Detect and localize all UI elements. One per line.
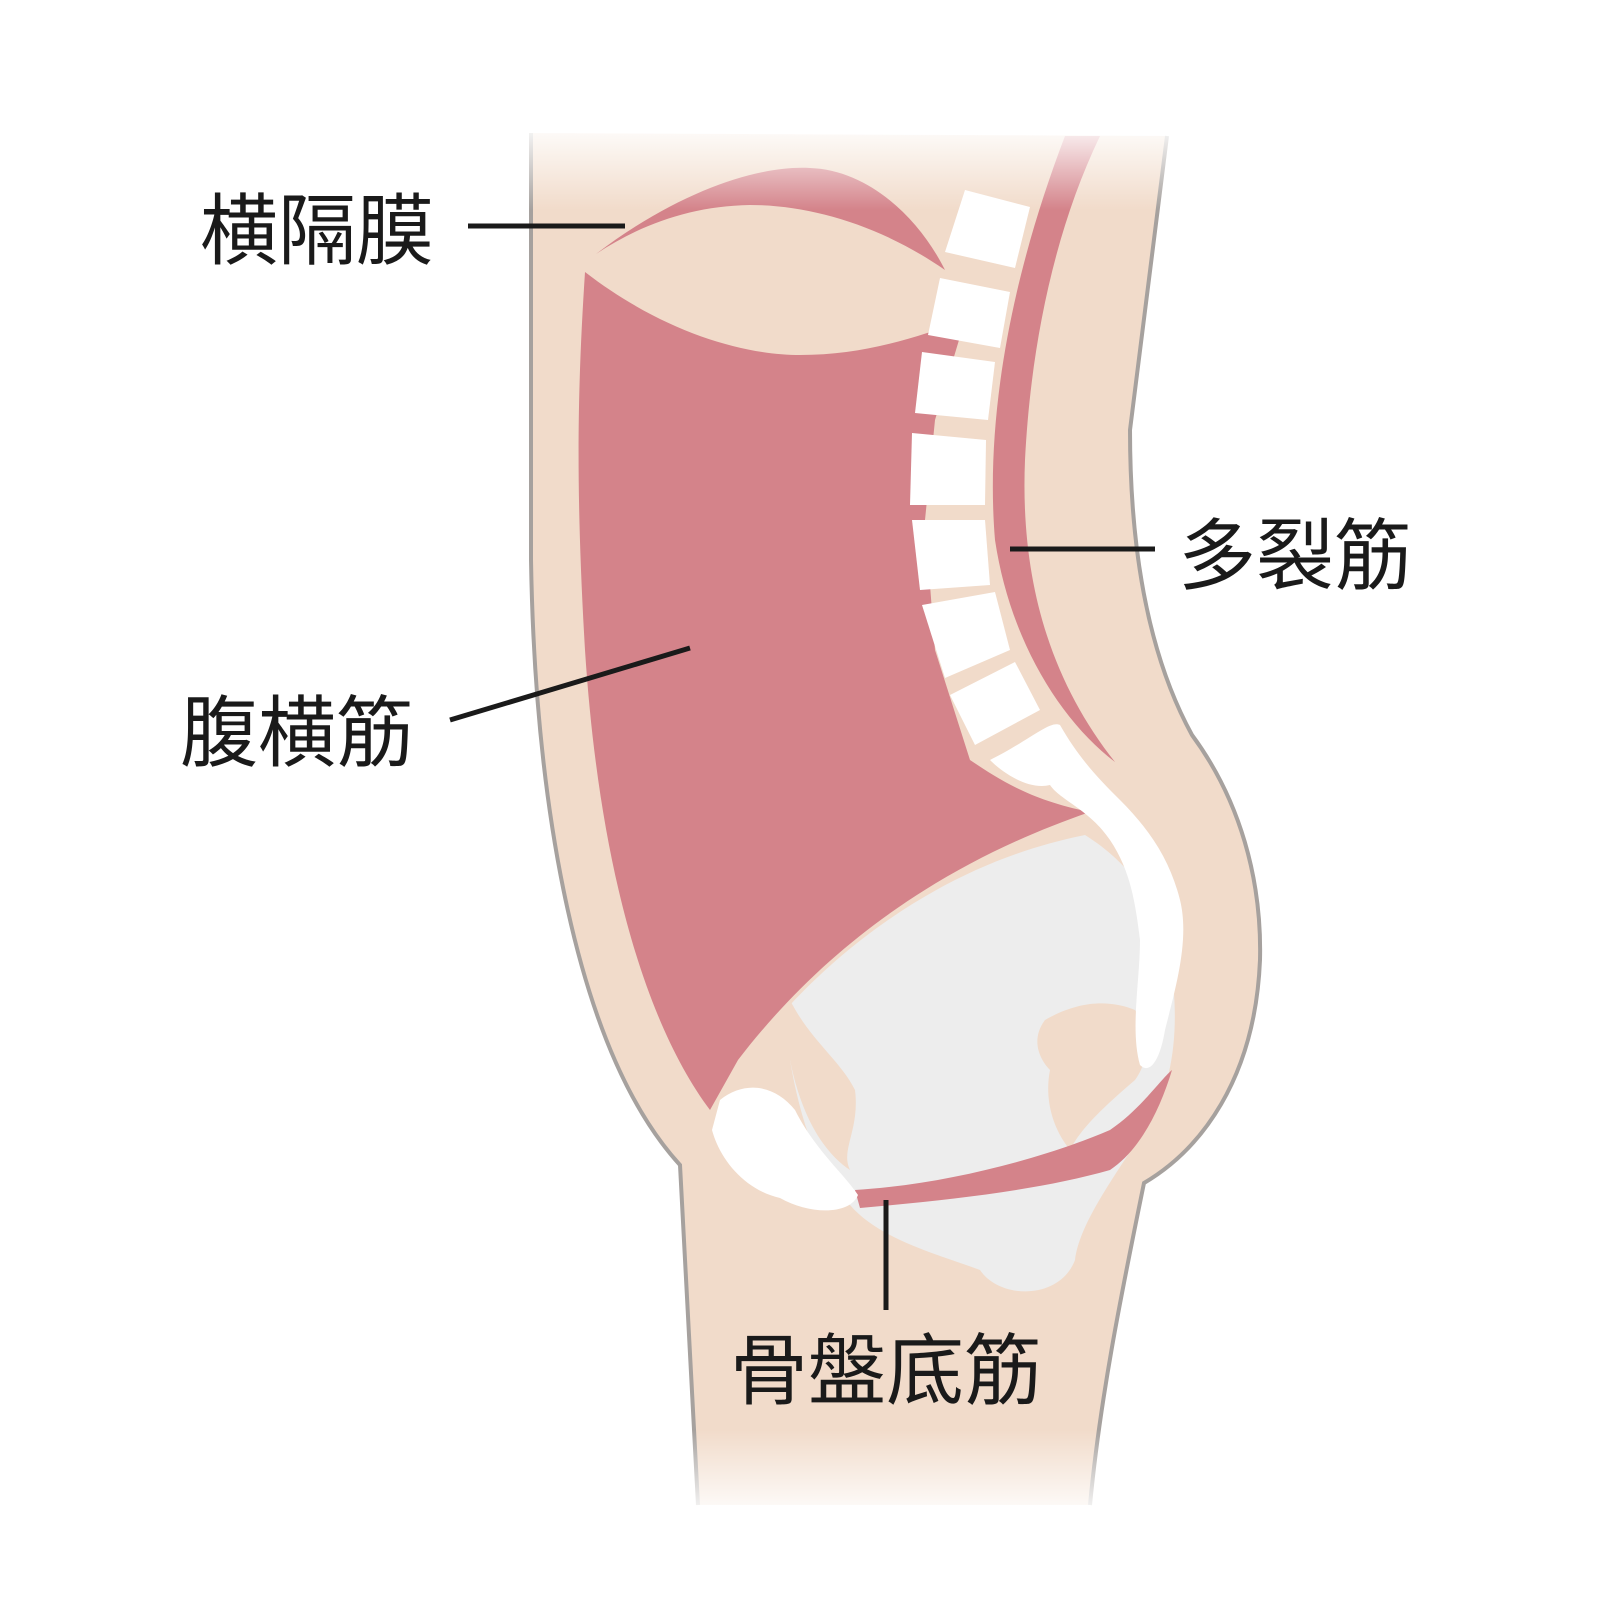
vertebra xyxy=(912,520,990,590)
vertebra xyxy=(950,662,1040,745)
pubic-bone xyxy=(712,1087,858,1211)
label-pelvic-floor: 骨盤底筋 xyxy=(730,1327,1042,1417)
torso-outline-right xyxy=(1088,135,1263,1506)
vertebra xyxy=(922,592,1010,678)
pelvic-floor-muscle xyxy=(855,1070,1172,1208)
label-transversus-abdominis: 腹横筋 xyxy=(180,689,414,779)
lumbar-spine xyxy=(712,190,1184,1211)
top-fade xyxy=(520,120,1180,210)
transversus-abdominis-leader-line xyxy=(449,645,691,723)
pubic-region xyxy=(790,1000,856,1170)
sacrum xyxy=(990,724,1184,1069)
bottom-fade xyxy=(660,1430,1130,1520)
torso-outline-left xyxy=(529,133,700,1506)
label-diaphragm: 横隔膜 xyxy=(200,187,434,277)
vertebra xyxy=(928,278,1010,348)
vertebra xyxy=(910,433,986,505)
label-multifidus: 多裂筋 xyxy=(1178,512,1412,602)
hip-bone-overlay xyxy=(1037,1003,1147,1150)
vertebra xyxy=(915,352,995,420)
transversus-abdominis-muscle xyxy=(578,272,1090,1110)
multifidus-muscle xyxy=(992,136,1115,762)
